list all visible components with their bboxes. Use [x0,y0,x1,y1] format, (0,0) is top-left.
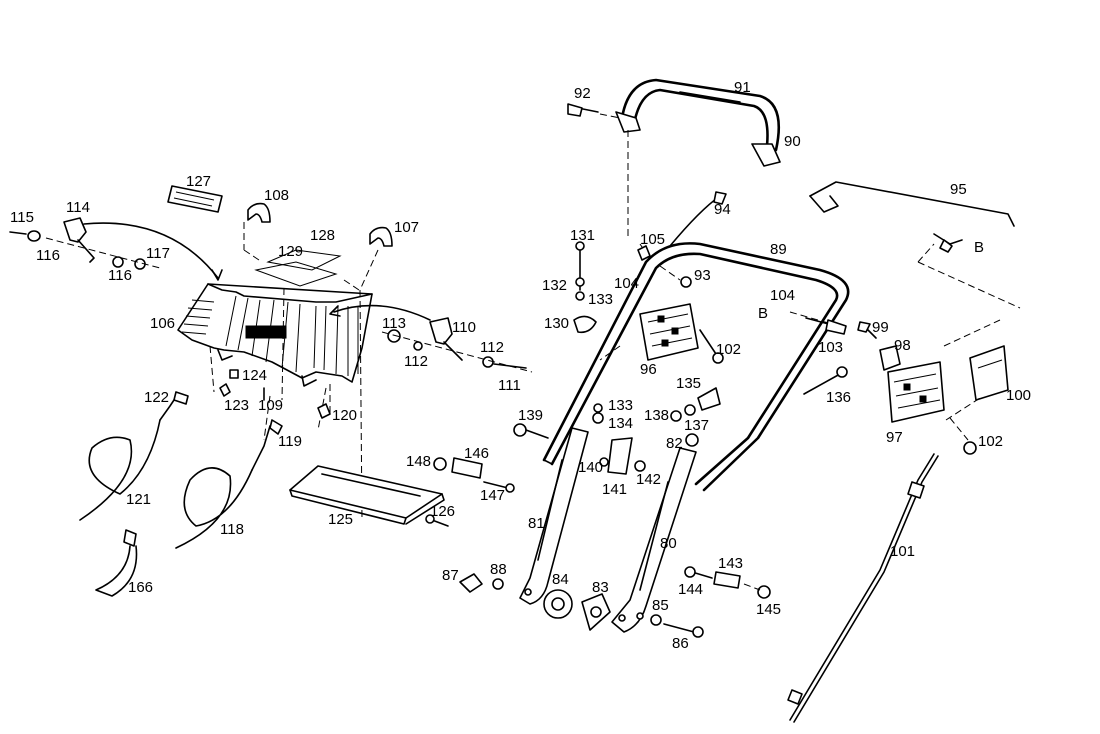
part-label: 104 [770,287,795,304]
part-label: 91 [734,79,751,96]
left-lever-114 [9,217,223,281]
part-label: 119 [278,433,302,450]
part-label: 118 [220,521,244,538]
upper-handle-89 [542,242,850,492]
part-label: 92 [574,85,591,102]
cable-94 [669,191,727,247]
part-label: 138 [644,407,669,424]
part-labels: 91 92 90 94 95 B 89 105 104 93 131 132 1… [10,79,1031,652]
part-label: 133 [608,397,633,414]
right-lever-110 [329,304,533,373]
part-label: B [974,239,984,256]
part-label: 83 [592,579,609,596]
part-label: 87 [442,567,459,584]
part-label: 94 [714,201,731,218]
part-label: 143 [718,555,743,572]
part-label: 99 [872,319,889,336]
part-label: 113 [382,315,406,332]
box-cover-assembly [167,185,393,521]
bottom-cover-125 [289,465,449,527]
part-label: 123 [224,397,249,414]
lower-handles-80-81 [459,427,771,638]
part-label: 130 [544,315,569,332]
part-label: 128 [310,227,335,244]
part-label: 166 [128,579,153,596]
part-label: 134 [608,415,633,432]
part-label: 107 [394,219,419,236]
part-label: 126 [430,503,455,520]
part-label: 80 [660,535,677,552]
part-label: 141 [602,481,627,498]
part-label: 114 [66,199,90,216]
rod-95 [809,181,1021,309]
part-label: 96 [640,361,657,378]
part-label: 116 [108,267,132,284]
part-label: 88 [490,561,507,578]
part-label: 115 [10,209,34,226]
part-label: 116 [36,247,60,264]
part-label: 132 [542,277,567,294]
part-label: 117 [146,245,170,262]
part-label: 103 [818,339,843,356]
part-label: 95 [950,181,967,198]
part-label: 111 [498,377,521,394]
part-label: 125 [328,511,353,528]
part-label: 146 [464,445,489,462]
part-label: 131 [570,227,595,244]
part-label: 135 [676,375,701,392]
part-label: 120 [332,407,357,424]
part-label: 106 [150,315,175,332]
part-label: 121 [126,491,151,508]
part-label: 133 [588,291,613,308]
part-label: 147 [480,487,505,504]
part-label: 109 [258,397,283,414]
part-label: 82 [666,435,683,452]
part-label: 90 [784,133,801,150]
part-label: 148 [406,453,431,470]
part-label: 84 [552,571,569,588]
part-label: 112 [404,353,428,370]
top-handle-91 [567,78,781,240]
handle-fittings [433,241,877,493]
part-label: 124 [242,367,267,384]
part-label: 122 [144,389,169,406]
switch-box-97 [879,319,1009,455]
part-label: 102 [716,341,741,358]
part-label: 105 [640,231,665,248]
part-label: B [758,305,768,322]
part-label: 97 [886,429,903,446]
part-label: 127 [186,173,211,190]
cable-101 [787,453,939,723]
part-label: 100 [1006,387,1031,404]
cables-left [79,369,331,597]
part-label: 108 [264,187,289,204]
part-label: 136 [826,389,851,406]
part-label: 81 [528,515,545,532]
part-label: 102 [978,433,1003,450]
part-label: 144 [678,581,703,598]
part-label: 142 [636,471,661,488]
part-label: 145 [756,601,781,618]
part-label: 139 [518,407,543,424]
part-label: 86 [672,635,689,652]
part-label: 137 [684,417,709,434]
part-label: 85 [652,597,669,614]
part-label: 101 [890,543,915,560]
part-label: 93 [694,267,711,284]
switch-box-96 [639,303,724,364]
part-label: 104 [614,275,639,292]
part-label: 129 [278,243,303,260]
part-label: 112 [480,339,504,356]
part-label: 140 [578,459,603,476]
part-label: 110 [452,319,476,336]
part-label: 98 [894,337,911,354]
part-label: 89 [770,241,787,258]
